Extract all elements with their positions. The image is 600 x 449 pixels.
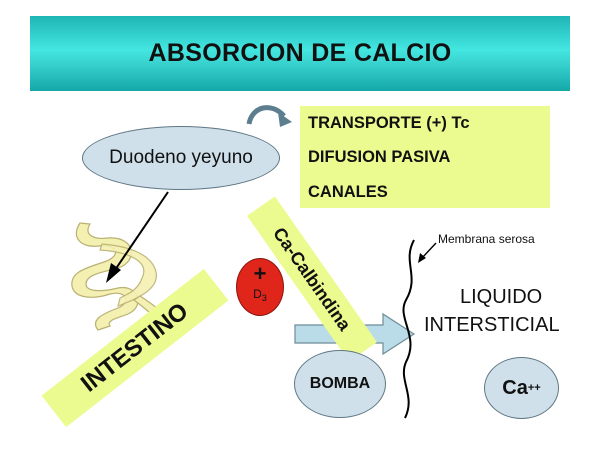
calcium-charge: ++ (527, 382, 541, 394)
membrane-pointer-head-icon (418, 253, 426, 263)
curved-arrow-icon (246, 105, 286, 125)
liquid-label-line-2: INTERSTICIAL (424, 314, 560, 336)
vitamin-d3-subscript: 3 (261, 293, 267, 303)
calcium-ion-ellipse: Ca++ (484, 357, 559, 419)
vitamin-d3-text: D3 (237, 287, 283, 303)
calcium-symbol: Ca (502, 376, 528, 399)
membrane-serosa-line (402, 239, 415, 419)
pointer-arrow-line (114, 191, 169, 271)
vitamin-d3-letter: D (253, 287, 262, 301)
vitamin-d3-circle: + D3 (236, 258, 284, 316)
transport-mechanisms-box (300, 106, 550, 208)
liquid-label-line-1: LIQUIDO (460, 286, 543, 308)
transport-line-1: TRANSPORTE (+) Tc (308, 114, 470, 132)
bomba-ellipse: BOMBA (294, 350, 386, 418)
page-title: ABSORCION DE CALCIO (148, 39, 452, 67)
curved-arrow-head-icon (278, 112, 292, 127)
transport-line-2: DIFUSION PASIVA (308, 148, 451, 166)
membrane-serosa-label: Membrana serosa (438, 232, 535, 246)
transport-line-3: CANALES (308, 183, 388, 201)
title-banner (30, 16, 570, 91)
duodeno-yeyuno-ellipse: Duodeno yeyuno (82, 126, 280, 190)
pointer-arrow-head-icon (106, 263, 121, 283)
vitamin-d3-plus: + (253, 261, 267, 286)
membrane-pointer-line (421, 242, 437, 259)
